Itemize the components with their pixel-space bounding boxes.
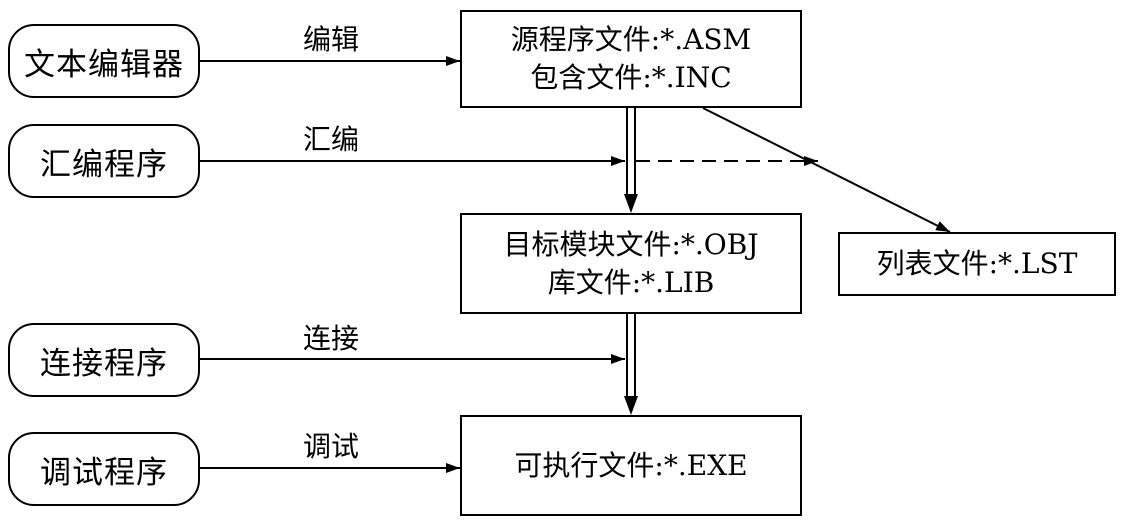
text-editor-label: 文本编辑器 — [24, 46, 184, 83]
assemble-label: 汇编 — [303, 123, 360, 156]
link-label: 连接 — [303, 322, 360, 355]
linker-node: 连接程序 — [8, 323, 200, 397]
debug-label: 调试 — [303, 430, 360, 463]
edit-label: 编辑 — [303, 23, 360, 56]
include-file-line2: 包含文件:*.INC — [530, 61, 732, 94]
source-file-line1: 源程序文件:*.ASM — [510, 23, 752, 56]
object-to-executable-double-arrow — [624, 314, 638, 415]
source-file-node: 源程序文件:*.ASM 包含文件:*.INC — [460, 10, 802, 108]
assembler-node: 汇编程序 — [8, 124, 200, 198]
debugger-node: 调试程序 — [8, 432, 200, 506]
listing-file-node: 列表文件:*.LST — [838, 232, 1116, 296]
listing-arrow — [702, 107, 951, 233]
assembler-label: 汇编程序 — [40, 146, 168, 183]
text-editor-node: 文本编辑器 — [8, 24, 200, 98]
object-file-node: 目标模块文件:*.OBJ 库文件:*.LIB — [460, 213, 802, 314]
executable-file-line1: 可执行文件:*.EXE — [514, 448, 748, 482]
library-file-line2: 库文件:*.LIB — [547, 265, 715, 299]
object-file-line1: 目标模块文件:*.OBJ — [503, 227, 759, 261]
listing-file-line1: 列表文件:*.LST — [876, 247, 1078, 280]
executable-file-node: 可执行文件:*.EXE — [460, 415, 802, 516]
source-to-object-double-arrow — [624, 108, 638, 213]
debugger-label: 调试程序 — [40, 454, 168, 491]
linker-label: 连接程序 — [40, 345, 168, 382]
